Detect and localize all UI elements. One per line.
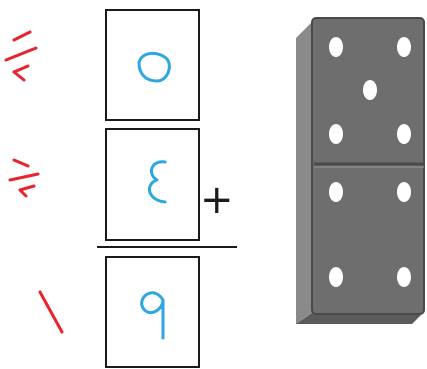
pip [329, 124, 343, 144]
pip [329, 182, 343, 202]
pip [397, 124, 411, 144]
pip [363, 80, 377, 100]
pip [397, 37, 411, 57]
pip [329, 267, 343, 287]
pip [397, 267, 411, 287]
pip [329, 37, 343, 57]
pip [397, 182, 411, 202]
